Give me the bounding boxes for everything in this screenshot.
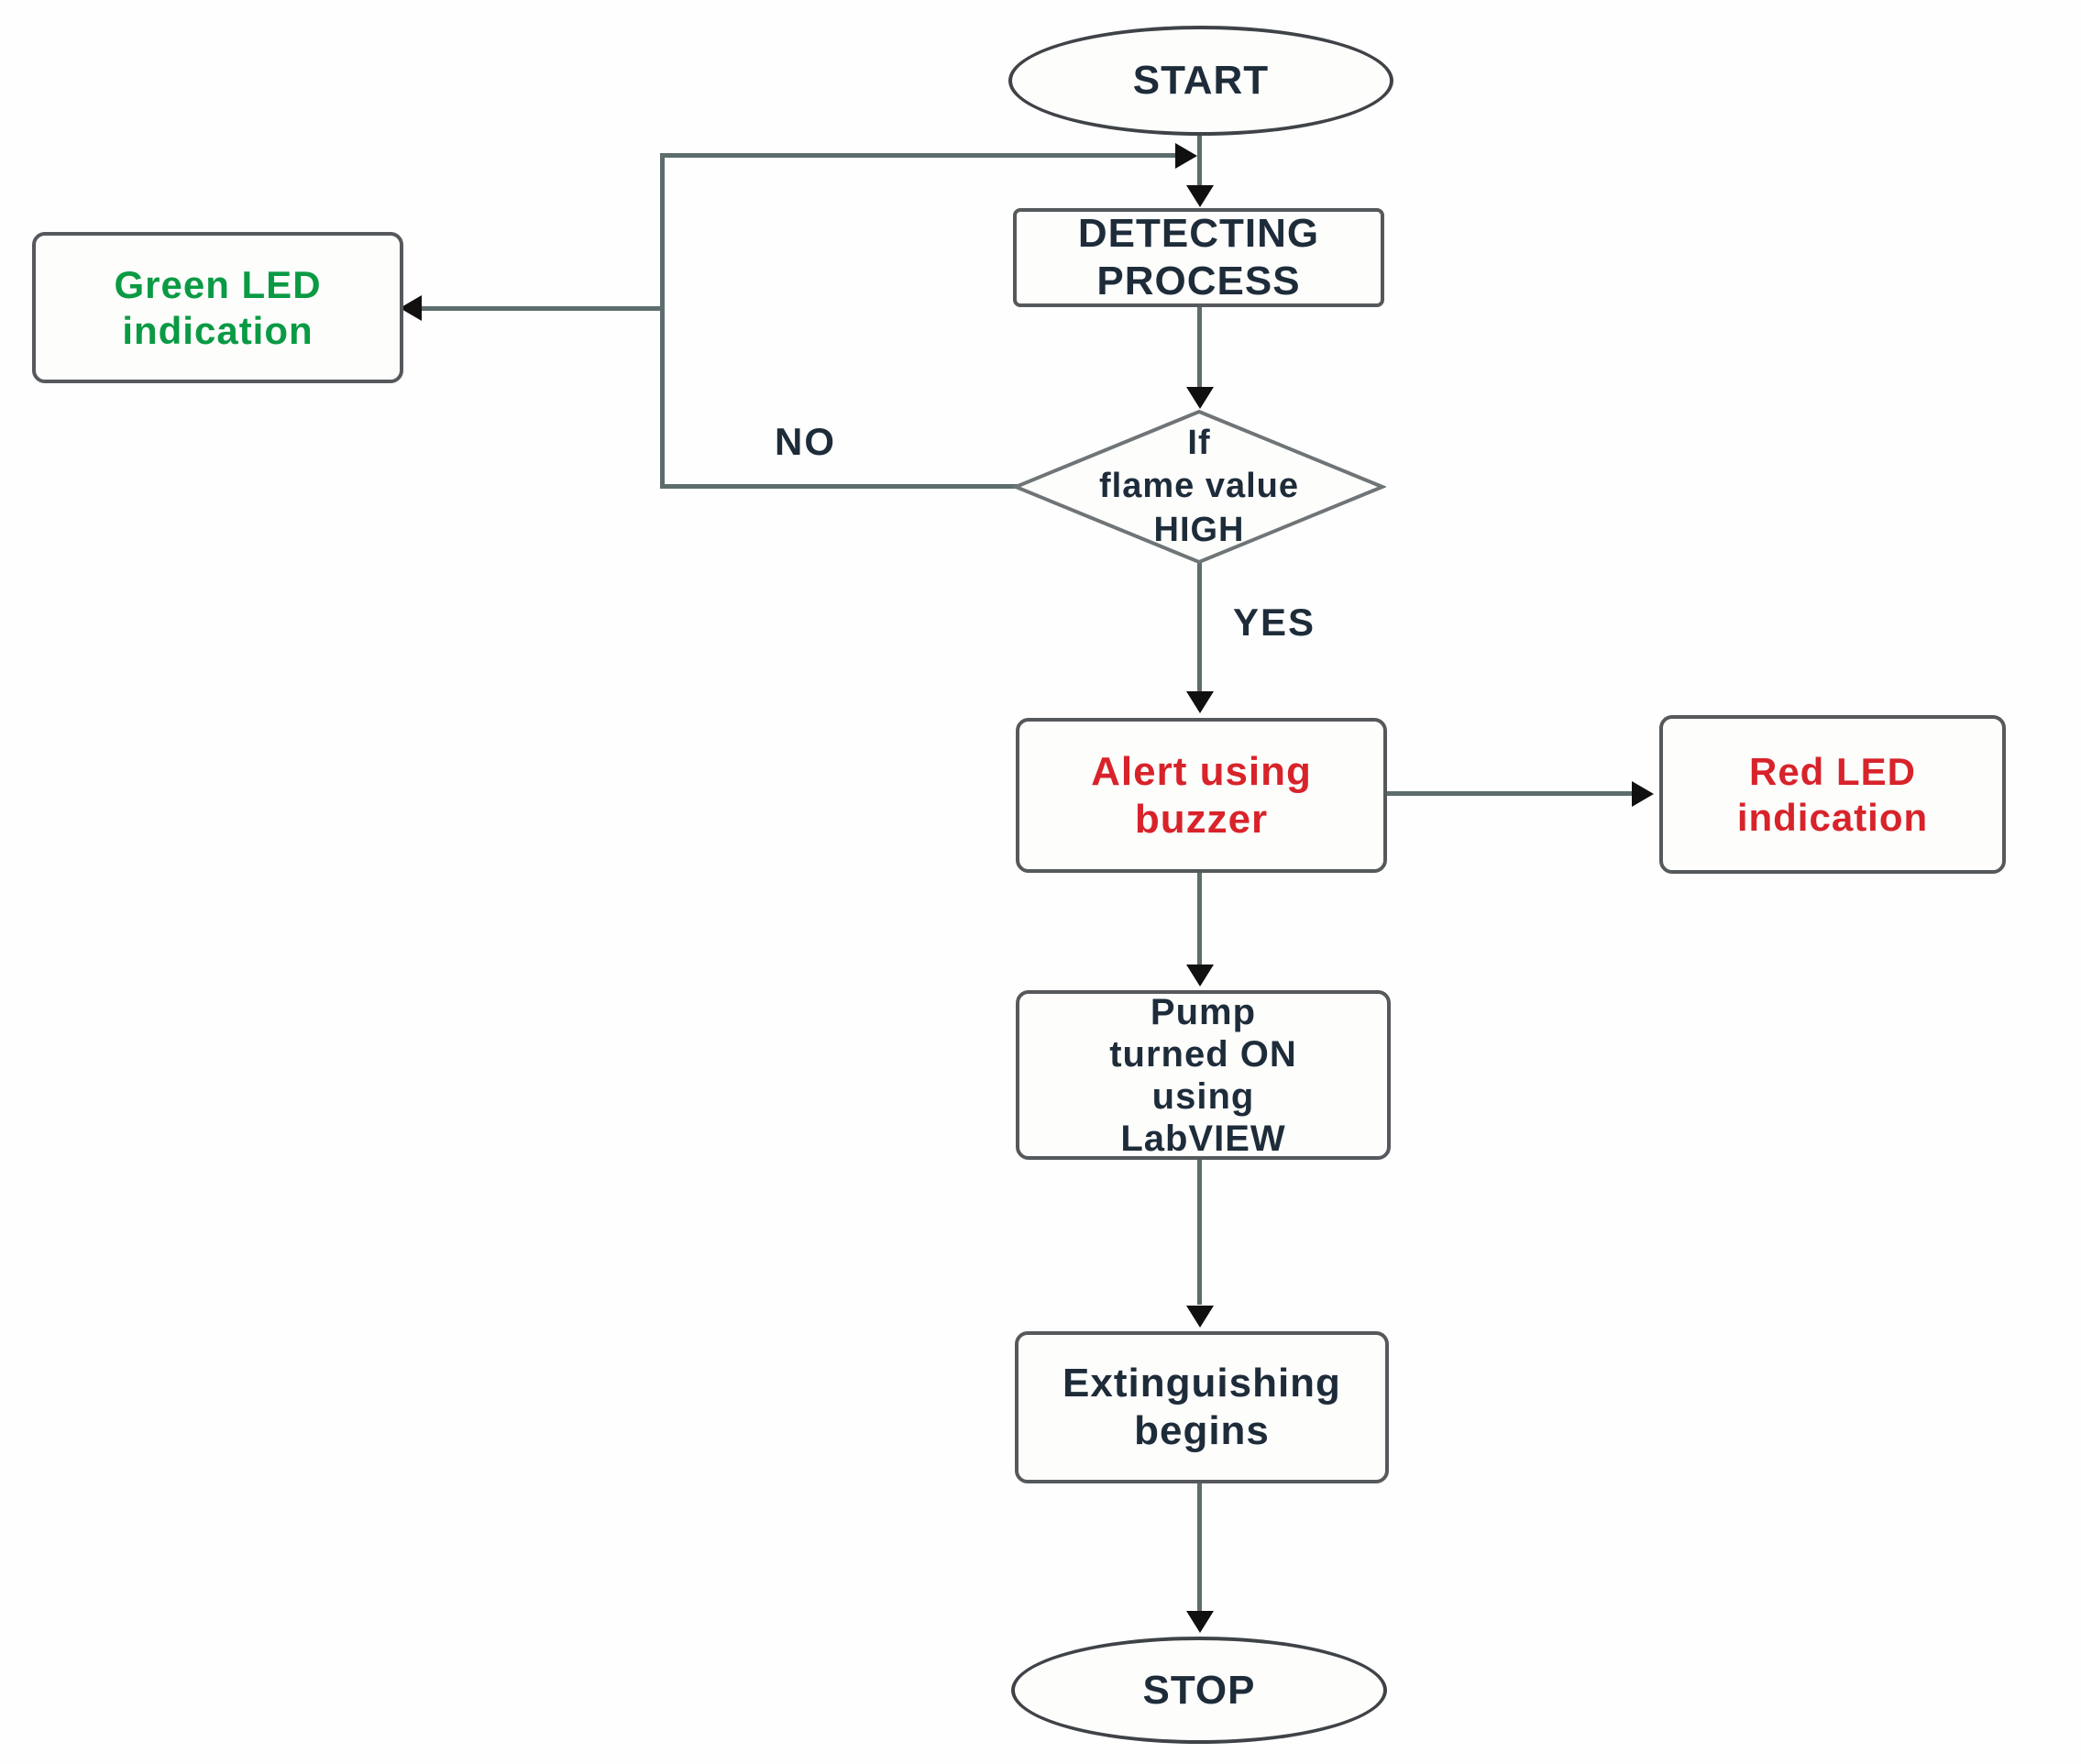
node-green-led-indication: Green LED indication xyxy=(32,232,403,383)
arrowhead-into-green-led xyxy=(400,295,422,321)
decision-label: If flame value HIGH xyxy=(1099,423,1299,549)
node-stop: STOP xyxy=(1011,1637,1387,1744)
edge-alert-to-red-led xyxy=(1387,791,1635,796)
edge-label-yes: YES xyxy=(1233,601,1316,644)
edge-loop-top-horizontal xyxy=(660,153,1179,158)
node-start: START xyxy=(1008,26,1393,136)
node-red-led-indication: Red LED indication xyxy=(1659,715,2006,874)
edge-no-horizontal xyxy=(660,484,1021,489)
decision-diamond-shape xyxy=(1012,409,1386,565)
arrowhead-into-detecting xyxy=(1186,185,1214,207)
arrowhead-into-extinguishing xyxy=(1186,1306,1214,1328)
arrowhead-into-pump xyxy=(1186,965,1214,987)
arrowhead-loop-into-main-line xyxy=(1175,143,1197,169)
arrowhead-into-alert xyxy=(1186,691,1214,713)
edge-decision-to-alert xyxy=(1197,561,1202,693)
arrowhead-into-decision xyxy=(1186,387,1214,409)
edge-start-to-detecting xyxy=(1197,134,1202,189)
edge-detecting-to-decision xyxy=(1197,307,1202,390)
node-decision-if-flame-value-high: If flame value HIGH xyxy=(1012,409,1386,565)
edge-loop-left-vertical xyxy=(660,153,665,489)
edge-alert-to-pump xyxy=(1197,873,1202,966)
edge-extinguishing-to-stop xyxy=(1197,1483,1202,1612)
node-alert-using-buzzer: Alert using buzzer xyxy=(1016,718,1387,873)
arrowhead-into-stop xyxy=(1186,1611,1214,1633)
node-detecting-process: DETECTING PROCESS xyxy=(1013,208,1384,307)
arrowhead-into-red-led xyxy=(1632,781,1654,807)
node-pump-turned-on: Pump turned ON using LabVIEW xyxy=(1016,990,1391,1160)
edge-label-no: NO xyxy=(775,420,836,463)
edge-pump-to-extinguishing xyxy=(1197,1160,1202,1305)
edge-to-green-led xyxy=(420,306,664,311)
node-extinguishing-begins: Extinguishing begins xyxy=(1015,1331,1389,1483)
